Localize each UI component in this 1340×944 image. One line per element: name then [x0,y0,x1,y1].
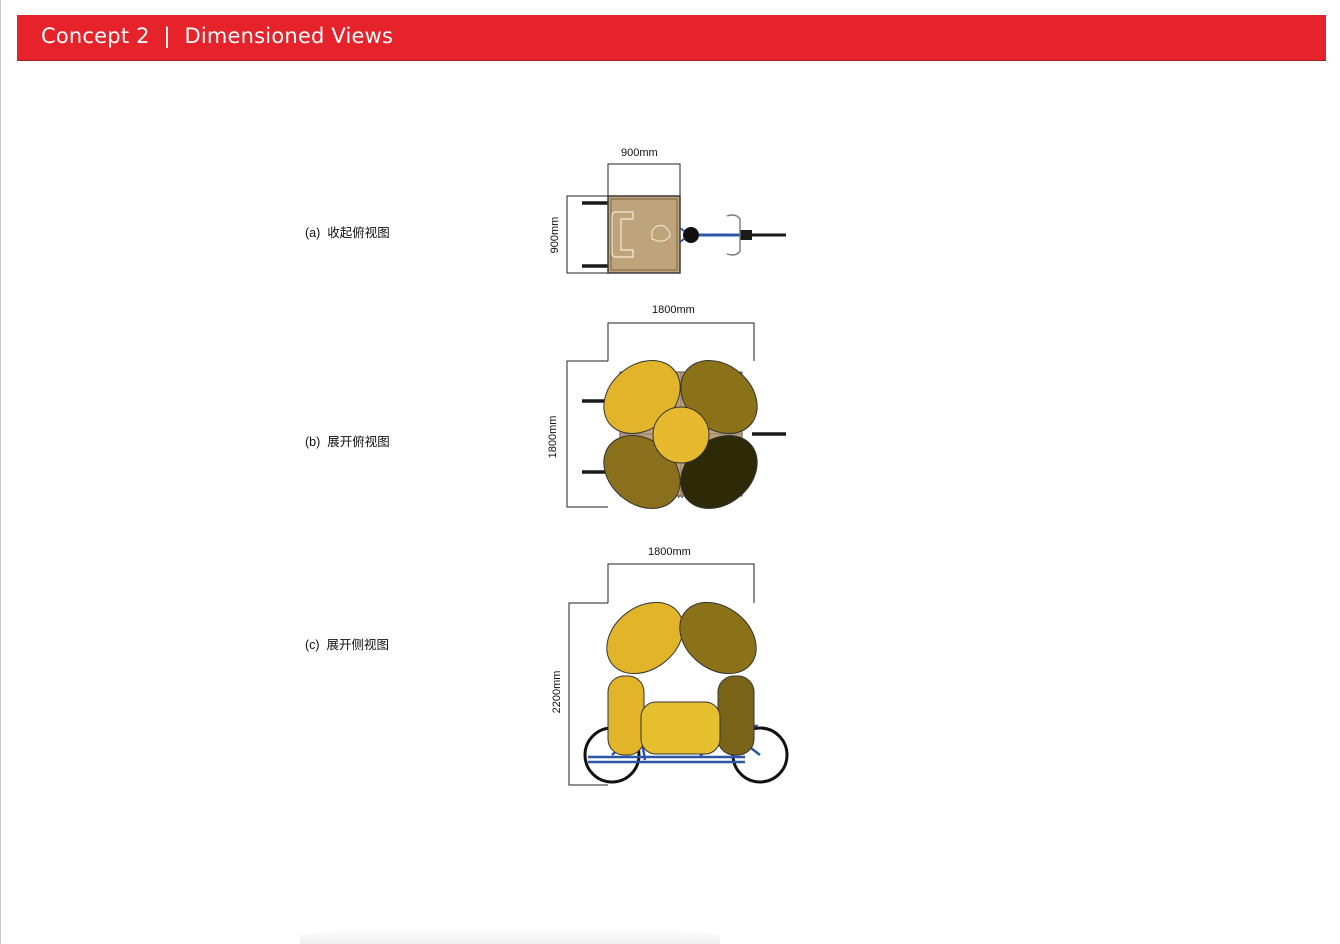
center-disc [652,406,710,464]
view-label-folded-top: (a) 收起俯视图 [305,226,390,240]
side-panel-right [717,675,755,756]
expanded-top-view [566,322,786,509]
front-hub [683,227,699,243]
dim-line-c-width [607,563,755,603]
front-hub-box [740,230,752,240]
cart-box-inner [610,198,678,271]
handlebar [726,214,741,256]
seat-cushion [640,701,721,755]
dim-a-width: 900mm [621,147,658,159]
dim-line-c-height [568,602,608,786]
dim-line-b-width [607,322,755,361]
side-panel-left [607,675,645,756]
cart-box [607,195,681,274]
dim-line-a-width [607,163,681,196]
canopy-left [606,601,684,675]
seat-outline [611,211,634,258]
page-title: Concept 2 | Dimensioned Views [41,24,394,48]
bulb-outline [651,225,671,242]
dim-c-width: 1800mm [648,546,691,558]
folded-top-view [566,163,786,274]
title-bar: Concept 2 | Dimensioned Views [17,15,1326,61]
frame-link-top [679,227,685,232]
dim-line-b-height [566,360,608,508]
canopy-right [679,601,757,675]
dim-line-a-height [566,195,608,274]
view-label-expanded-side: (c) 展开侧视图 [305,638,390,652]
view-label-expanded-top: (b) 展开俯视图 [305,435,390,449]
page-edge [0,0,1,944]
dim-b-width: 1800mm [652,304,695,316]
page-shadow [300,928,720,944]
frame-link-bottom [679,238,685,243]
expanded-side-view [568,563,789,786]
